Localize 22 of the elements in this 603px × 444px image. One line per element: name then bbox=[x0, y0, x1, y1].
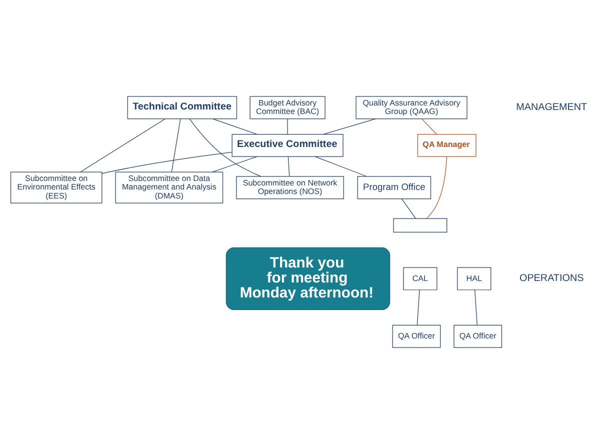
connector bbox=[212, 156, 258, 172]
connector bbox=[288, 156, 290, 176]
node-box: Executive Committee bbox=[232, 134, 344, 157]
connector bbox=[401, 198, 416, 219]
node-box: Technical Committee bbox=[127, 96, 238, 120]
node-box: Program Office bbox=[357, 176, 432, 200]
connector bbox=[189, 118, 262, 177]
connector bbox=[421, 118, 437, 134]
connector bbox=[314, 156, 367, 177]
connector bbox=[171, 118, 181, 172]
connector bbox=[212, 118, 258, 135]
connector bbox=[323, 118, 376, 135]
connector bbox=[102, 152, 232, 174]
connector bbox=[416, 290, 420, 326]
connector bbox=[80, 118, 166, 172]
connector bbox=[426, 156, 448, 219]
connector bbox=[474, 290, 478, 326]
label: OPERATIONS bbox=[520, 273, 584, 284]
node-box: Thank you for meeting Monday afternoon! bbox=[226, 247, 390, 310]
connector bbox=[287, 118, 288, 134]
node-box bbox=[393, 218, 448, 233]
label: MANAGEMENT bbox=[516, 102, 588, 113]
